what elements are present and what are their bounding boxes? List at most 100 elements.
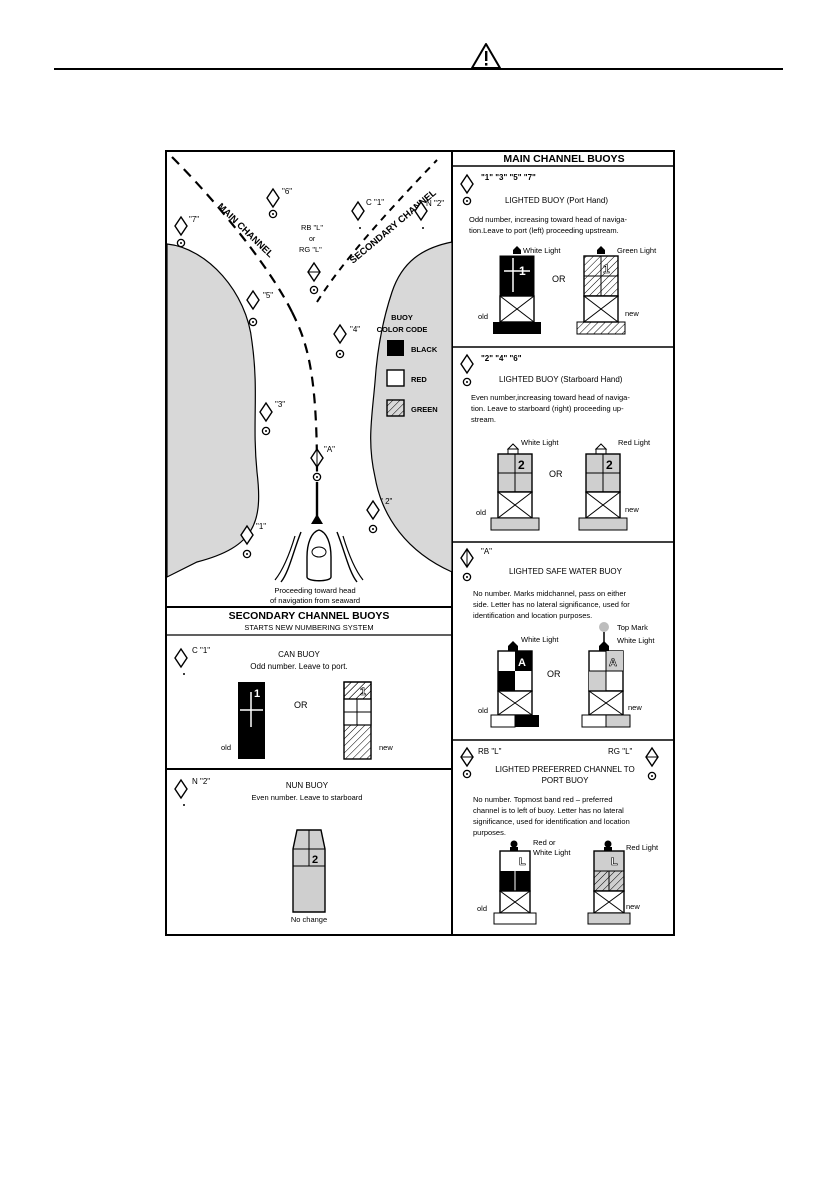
diagram-label: old xyxy=(478,706,488,715)
chart-buoy-7 xyxy=(174,216,188,248)
diagram-label: old xyxy=(476,508,486,517)
land-right xyxy=(370,241,453,573)
diagram-label: LIGHTED SAFE WATER BUOY xyxy=(509,567,623,576)
diagram-label: RB "L" xyxy=(478,747,502,756)
chart-buoy-4 xyxy=(333,324,347,359)
diagram-label: C "1" xyxy=(192,646,210,655)
buoy-chart-frame: MAIN CHANNEL SECONDARY CHANNEL "6" "7" C… xyxy=(165,150,675,936)
nun-buoy-symbol xyxy=(174,779,188,806)
starboard-buoy-old: 2 xyxy=(490,443,540,531)
diagram-label: LIGHTED PREFERRED CHANNEL TO xyxy=(495,765,634,774)
diagram-label: 2 xyxy=(606,458,613,472)
diagram-label: GREEN xyxy=(411,405,438,414)
chart-buoy-3 xyxy=(259,402,273,436)
diagram-label: A xyxy=(518,657,526,669)
legend-red-swatch xyxy=(386,369,405,387)
diagram-label: tion. Leave to starboard (right) proceed… xyxy=(471,404,624,413)
diagram-label: "1" "3" "5" "7" xyxy=(481,173,536,182)
diagram-label: White Light xyxy=(521,635,559,644)
diagram-label: side. Letter has no lateral significance… xyxy=(473,600,630,609)
diagram-label: old xyxy=(477,904,487,913)
can-buoy-old: 1 xyxy=(238,682,265,759)
topmark-icon xyxy=(599,622,609,632)
diagram-label: No number. Marks midchannel, pass on eit… xyxy=(473,589,626,598)
diagram-label: MAIN CHANNEL BUOYS xyxy=(503,153,624,165)
diagram-label: White Light xyxy=(533,848,571,857)
diagram-label: Green Light xyxy=(617,246,657,255)
diagram-label: new xyxy=(379,743,393,752)
main-channel-label: MAIN CHANNEL xyxy=(215,201,276,260)
diagram-label: N "2" xyxy=(192,777,210,786)
preferred-rb-symbol xyxy=(460,747,474,779)
diagram-label: "A" xyxy=(324,445,335,454)
legend-black-swatch xyxy=(387,340,404,356)
port-buoy-old: 1 xyxy=(493,246,541,334)
diagram-label: new xyxy=(626,902,640,911)
diagram-label: old xyxy=(221,743,231,752)
buoy-diagram: MAIN CHANNEL SECONDARY CHANNEL "6" "7" C… xyxy=(167,152,673,934)
chart-buoy-5 xyxy=(246,290,260,327)
diagram-label: RED xyxy=(411,375,427,384)
can-buoy-new: 1 xyxy=(343,681,372,760)
diagram-label: 1 xyxy=(519,264,526,278)
diagram-label: Red or xyxy=(533,838,556,847)
chart-buoy-2 xyxy=(366,500,380,534)
diagram-label: stream. xyxy=(471,415,496,424)
diagram-label: old xyxy=(478,312,488,321)
safe-water-buoy-new: A xyxy=(581,632,631,728)
diagram-label: 2 xyxy=(312,854,318,866)
diagram-label: "A" xyxy=(481,547,492,556)
diagram-label: 1 xyxy=(254,688,260,700)
diagram-label: C "1" xyxy=(366,198,384,207)
diagram-label: Red Light xyxy=(618,438,651,447)
diagram-label: SECONDARY CHANNEL BUOYS xyxy=(229,610,390,622)
diagram-label: or xyxy=(309,236,316,243)
diagram-label: PORT BUOY xyxy=(542,776,589,785)
diagram-label: No change xyxy=(291,915,327,924)
diagram-label: "6" xyxy=(282,187,292,196)
diagram-label: new xyxy=(628,703,642,712)
diagram-label: "4" xyxy=(350,325,360,334)
land-left xyxy=(167,243,260,578)
diagram-label: BLACK xyxy=(411,345,438,354)
port-buoy-new: 1 xyxy=(576,246,626,335)
diagram-label: LIGHTED BUOY (Starboard Hand) xyxy=(499,375,623,384)
diagram-label: new xyxy=(625,309,639,318)
diagram-label: identification and location purposes. xyxy=(473,611,592,620)
diagram-label: L xyxy=(519,856,526,868)
can-buoy-symbol xyxy=(174,648,188,675)
diagram-label: 1 xyxy=(360,686,366,698)
diagram-label: L xyxy=(611,856,618,868)
diagram-label: RB "L" xyxy=(301,223,323,232)
diagram-label: RG "L" xyxy=(608,747,633,756)
diagram-label: "3" xyxy=(275,400,285,409)
diagram-label: "7" xyxy=(189,215,199,224)
diagram-label: OR xyxy=(552,274,566,284)
diagram-label: "2" "4" "6" xyxy=(481,354,522,363)
diagram-label: LIGHTED BUOY (Port Hand) xyxy=(505,196,608,205)
diagram-label: Odd number, increasing toward head of na… xyxy=(469,215,628,224)
diagram-label: COLOR CODE xyxy=(377,325,428,334)
diagram-label: " 2" xyxy=(380,497,393,506)
diagram-label: OR xyxy=(294,700,308,710)
preferred-buoy-old: L xyxy=(493,840,537,925)
diagram-label: NUN BUOY xyxy=(286,781,329,790)
port-buoy-symbol xyxy=(460,174,474,206)
diagram-label: channel is to left of buoy. Letter has n… xyxy=(473,806,624,815)
diagram-label: tion.Leave to port (left) proceeding ups… xyxy=(469,226,619,235)
diagram-label: STARTS NEW NUMBERING SYSTEM xyxy=(244,623,373,632)
diagram-label: White Light xyxy=(521,438,559,447)
diagram-label: A xyxy=(609,657,617,669)
diagram-label: Red Light xyxy=(626,843,659,852)
diagram-label: CAN BUOY xyxy=(278,650,320,659)
chart-buoy-n2 xyxy=(414,201,428,229)
chart-buoy-a xyxy=(310,448,324,482)
diagram-label: OR xyxy=(547,669,561,679)
chart-buoy-c1 xyxy=(351,201,365,229)
legend-green-swatch xyxy=(386,399,405,417)
diagram-label: Proceeding toward head xyxy=(274,586,355,595)
chart-buoy-l xyxy=(307,262,321,295)
diagram-label: Even number,increasing toward head of na… xyxy=(471,393,630,402)
starboard-buoy-symbol xyxy=(460,354,474,387)
diagram-label: purposes. xyxy=(473,828,506,837)
